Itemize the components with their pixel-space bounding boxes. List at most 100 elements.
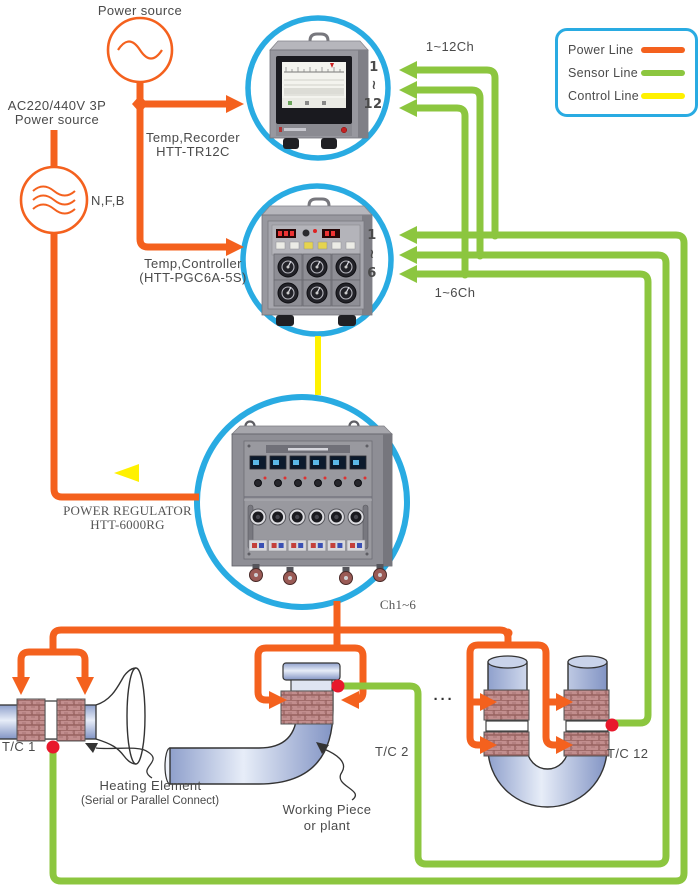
sensor-branch-rec1 [417,66,499,235]
heating-element-pipe [0,667,146,765]
callout-arrowhead-icon [85,743,98,753]
working-piece-label: Working Piece [282,802,372,817]
left-arrow-icon [399,99,417,117]
legend-sensor-label: Sensor Line [568,65,639,80]
right-arrow-icon [480,693,497,711]
left-arrow-icon [399,265,417,283]
controller-name-label: Temp,Controller [144,256,242,271]
device-handle [307,197,331,207]
tc1-sensor-dot [46,740,60,754]
power-line-to-regulator [50,233,199,501]
power-regulator-device [231,420,393,585]
ac-voltage-label: AC220/440V 3P [7,98,107,113]
right-splitter-bar [466,641,550,660]
left-splitter [17,648,89,678]
sensor-branch-rec3 [417,104,469,274]
sine-wave-icon [117,40,163,60]
left-arrow-icon [341,691,359,709]
ac-power-source-label: Power source [14,112,100,127]
junction-dot-icon [503,628,513,638]
junction-dot-icon [460,269,470,279]
recorder-ch12-label: 12 [363,97,383,112]
heating-element-sublabel: (Serial or Parallel Connect) [80,795,220,807]
sensor-line-tc1 [49,231,688,885]
left-arrow-icon [399,61,417,79]
legend-box: Power Line Sensor Line Control Line [555,28,698,117]
recorder-name-label: Temp,Recorder [145,130,241,145]
label-plate-row [248,539,366,552]
sensor-line-tc12 [417,270,652,727]
sensor-line-swatch [641,69,685,76]
legend-item-control: Control Line [568,89,685,103]
sensor-branch-rec2 [417,86,484,255]
recorder-model-label: HTT-TR12C [156,144,230,159]
working-piece-sublabel: or plant [303,818,351,833]
recorder-ch1-label: 1 [369,60,379,75]
heater-band [280,690,334,725]
sensor-lines [49,66,688,885]
junction-diamond-icon [132,95,148,113]
junction-dot-icon [490,230,500,240]
heater-band [56,698,86,742]
regulator-channels-label: Ch1~6 [379,597,417,612]
pipe-collar [565,720,609,732]
controller-model-label: (HTT-PGC6A-5S) [139,270,247,285]
pipe-collar [485,720,529,732]
control-line-swatch [641,92,685,99]
triple-wave-icon [32,185,76,215]
heater-band [483,689,530,721]
recorder-ch-mid-label: ≀ [371,78,377,93]
heating-callout-line [95,747,154,779]
controller-ch-mid-label: ≀ [369,247,375,262]
power-source-top-label: Power source [97,3,183,18]
right-splitter-right-leg [542,656,557,749]
power-line-swatch [641,46,685,53]
regulator-name-label: POWER REGULATOR [63,503,192,518]
sensor-line-tc2 [341,251,670,868]
tc12-label: T/C 12 [607,746,649,761]
controller-ch6-label: 6 [367,266,377,281]
center-loop-right [337,644,367,704]
sensor-arrowheads [399,61,500,283]
controller-channel-range-label: 1~6Ch [434,285,476,300]
power-line-to-controller [136,82,226,251]
junction-dot-icon [332,625,342,635]
right-arrow-icon [480,736,497,754]
connector-row [249,508,365,526]
legend-control-label: Control Line [568,88,640,103]
heater-band [563,731,610,757]
working-callout-line [323,748,356,801]
tc2-sensor-dot [331,679,345,693]
heating-element-label: Heating Element [99,778,202,793]
arrow-to-controller-icon [226,238,244,256]
right-arrow-icon [556,693,573,711]
casters [249,564,387,585]
temp-recorder-device [269,32,369,149]
u-pipe [483,655,610,808]
tc2-label: T/C 2 [375,744,409,759]
down-arrow-icon [12,677,30,695]
gauge-grid [273,253,361,307]
recorder-channel-range-label: 1~12Ch [425,39,475,54]
legend-power-label: Power Line [568,42,634,57]
power-button [340,126,348,134]
display-row [249,455,367,470]
temp-controller-device [261,197,373,326]
ellipsis-label: ··· [433,691,455,708]
switch-row [254,476,367,487]
power-arrowheads [12,95,573,754]
heater-band [16,698,46,742]
legend-item-sensor: Sensor Line [568,66,685,80]
control-line [114,336,321,482]
regulator-model-label: HTT-6000RG [90,517,165,532]
tc1-label: T/C 1 [2,739,36,754]
annotation-arrows [95,747,356,801]
junction-dot-icon [475,250,485,260]
pipe-collar [44,700,58,740]
right-arrow-icon [556,736,573,754]
right-splitter-left-leg [466,656,481,749]
heater-band [563,689,610,721]
pipe-flange [282,662,341,681]
